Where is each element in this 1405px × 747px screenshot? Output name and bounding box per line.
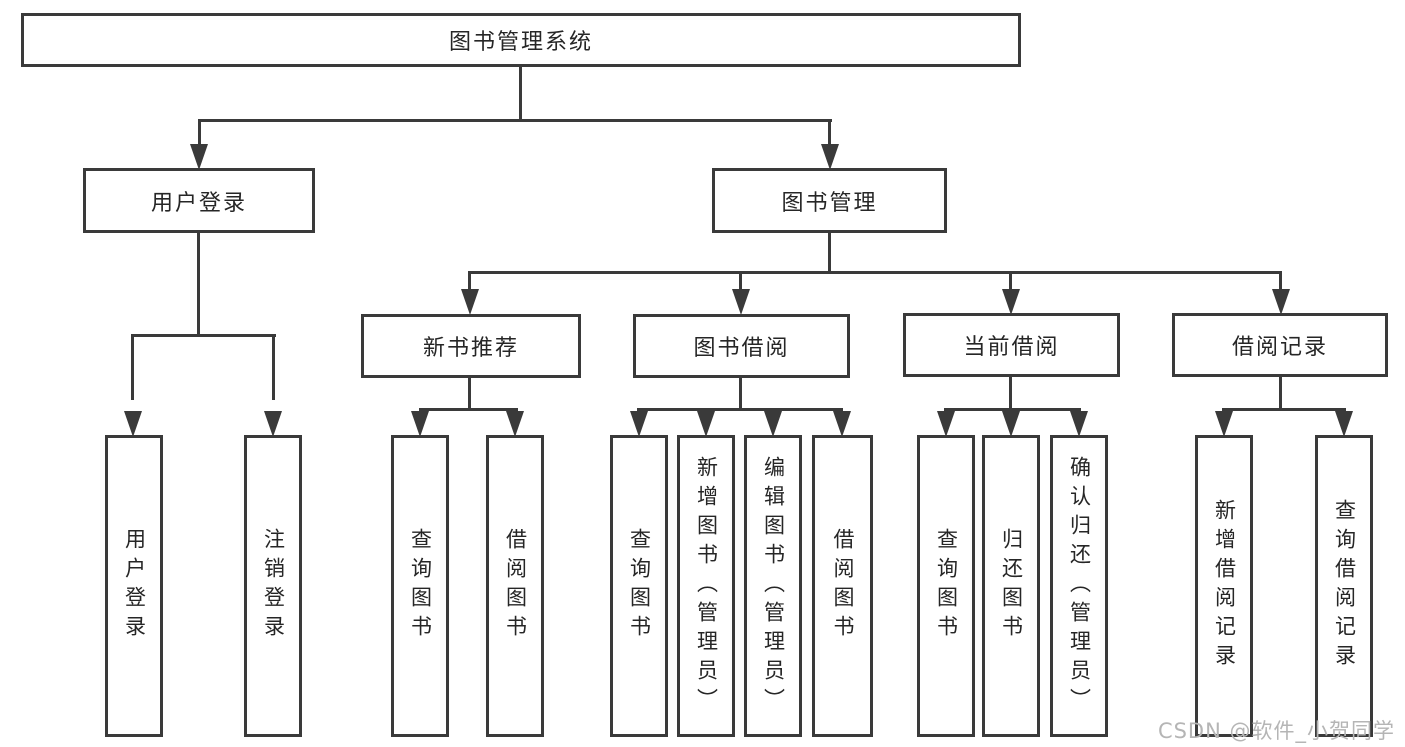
leaf-edit-books-admin: 编辑图书（管理员） xyxy=(744,435,802,737)
arrow-down-icon xyxy=(411,411,429,437)
leaf-query-books-borrow: 查询图书 xyxy=(610,435,668,737)
leaf-query-books-current: 查询图书 xyxy=(917,435,975,737)
leaf-label: 查询图书 xyxy=(934,528,959,644)
arrow-down-icon xyxy=(732,289,750,315)
connector-vline xyxy=(739,271,742,295)
connector-vline xyxy=(272,334,275,400)
connector-vline xyxy=(519,67,522,122)
connector-hline xyxy=(637,408,843,411)
arrow-down-icon xyxy=(264,411,282,437)
connector-vline xyxy=(1279,377,1282,411)
connector-vline xyxy=(1009,377,1012,411)
leaf-label: 查询图书 xyxy=(627,528,652,644)
leaf-label: 新增借阅记录 xyxy=(1212,499,1237,673)
arrow-down-icon xyxy=(764,411,782,437)
leaf-query-books-recommend: 查询图书 xyxy=(391,435,449,737)
arrow-down-icon xyxy=(833,411,851,437)
arrow-down-icon xyxy=(1070,411,1088,437)
leaf-borrow-books: 借阅图书 xyxy=(812,435,873,737)
connector-vline xyxy=(1009,271,1012,295)
node-user-login: 用户登录 xyxy=(83,168,315,233)
leaf-borrow-books-recommend: 借阅图书 xyxy=(486,435,544,737)
csdn-watermark: CSDN @软件_小贺同学 xyxy=(1157,719,1395,743)
connector-hline xyxy=(419,408,518,411)
arrow-down-icon xyxy=(937,411,955,437)
connector-vline xyxy=(468,378,471,411)
node-borrow-records: 借阅记录 xyxy=(1172,313,1388,377)
leaf-label: 查询图书 xyxy=(408,528,433,644)
connector-vline xyxy=(131,334,134,400)
connector-hline xyxy=(468,271,1282,274)
leaf-label: 用户登录 xyxy=(122,528,147,644)
leaf-confirm-return-admin: 确认归还（管理员） xyxy=(1050,435,1108,737)
leaf-add-borrow-record: 新增借阅记录 xyxy=(1195,435,1253,737)
leaf-label: 编辑图书（管理员） xyxy=(761,455,786,717)
leaf-label: 注销登录 xyxy=(261,528,286,644)
leaf-label: 确认归还（管理员） xyxy=(1067,455,1092,717)
node-new-book-recommend: 新书推荐 xyxy=(361,314,581,378)
arrow-down-icon xyxy=(124,411,142,437)
connector-hline xyxy=(198,119,832,122)
leaf-label: 新增图书（管理员） xyxy=(694,455,719,717)
leaf-query-borrow-record: 查询借阅记录 xyxy=(1315,435,1373,737)
connector-vline xyxy=(828,233,831,274)
connector-hline xyxy=(944,408,1081,411)
node-current-borrow: 当前借阅 xyxy=(903,313,1120,377)
connector-vline xyxy=(468,271,471,295)
arrow-down-icon xyxy=(1002,289,1020,315)
connector-vline xyxy=(198,119,201,151)
connector-vline xyxy=(828,119,831,151)
node-book-management: 图书管理 xyxy=(712,168,947,233)
leaf-return-books: 归还图书 xyxy=(982,435,1040,737)
leaf-label: 借阅图书 xyxy=(503,528,528,644)
arrow-down-icon xyxy=(1335,411,1353,437)
arrow-down-icon xyxy=(506,411,524,437)
arrow-down-icon xyxy=(630,411,648,437)
connector-hline xyxy=(131,334,276,337)
leaf-add-books-admin: 新增图书（管理员） xyxy=(677,435,735,737)
arrow-down-icon xyxy=(1272,289,1290,315)
arrow-down-icon xyxy=(1002,411,1020,437)
connector-vline xyxy=(1279,271,1282,295)
arrow-down-icon xyxy=(697,411,715,437)
connector-vline xyxy=(197,233,200,337)
leaf-label: 查询借阅记录 xyxy=(1332,499,1357,673)
arrow-down-icon xyxy=(1215,411,1233,437)
arrow-down-icon xyxy=(190,144,208,170)
connector-vline xyxy=(739,378,742,411)
connector-hline xyxy=(1222,408,1346,411)
node-book-borrow: 图书借阅 xyxy=(633,314,850,378)
arrow-down-icon xyxy=(821,144,839,170)
arrow-down-icon xyxy=(461,289,479,315)
leaf-label: 归还图书 xyxy=(999,528,1024,644)
node-root: 图书管理系统 xyxy=(21,13,1021,67)
leaf-label: 借阅图书 xyxy=(831,528,855,644)
leaf-user-login: 用户登录 xyxy=(105,435,163,737)
leaf-logout: 注销登录 xyxy=(244,435,302,737)
